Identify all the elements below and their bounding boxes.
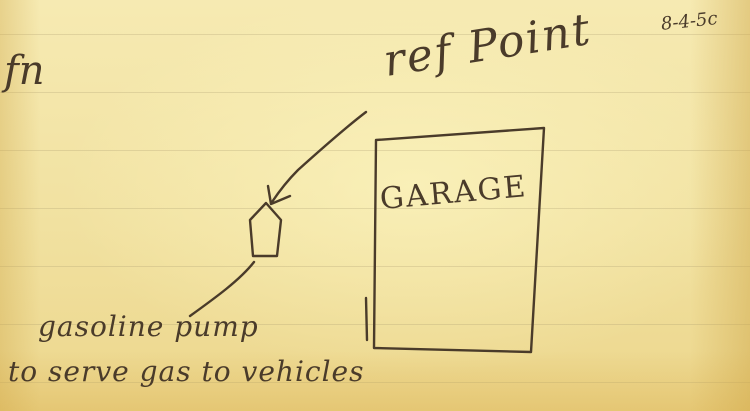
ruled-line	[0, 34, 750, 35]
gasoline-pump-label: gasoline pump	[38, 310, 259, 343]
gas-pump-icon	[248, 201, 283, 258]
garage-building-icon	[372, 126, 546, 354]
paper-stain-right	[690, 0, 750, 411]
ruled-line	[0, 92, 750, 93]
paper-stain-left	[0, 0, 40, 411]
arrowhead	[266, 184, 292, 206]
paper-stain-bottom	[0, 351, 750, 411]
arrow-icon	[270, 110, 368, 204]
pump-leader-line	[188, 260, 256, 318]
gasoline-pump-description: to serve gas to vehicles	[8, 355, 365, 388]
garage-door-mark	[364, 296, 369, 342]
margin-fragment: fn	[4, 48, 45, 94]
ruled-line	[0, 382, 750, 383]
